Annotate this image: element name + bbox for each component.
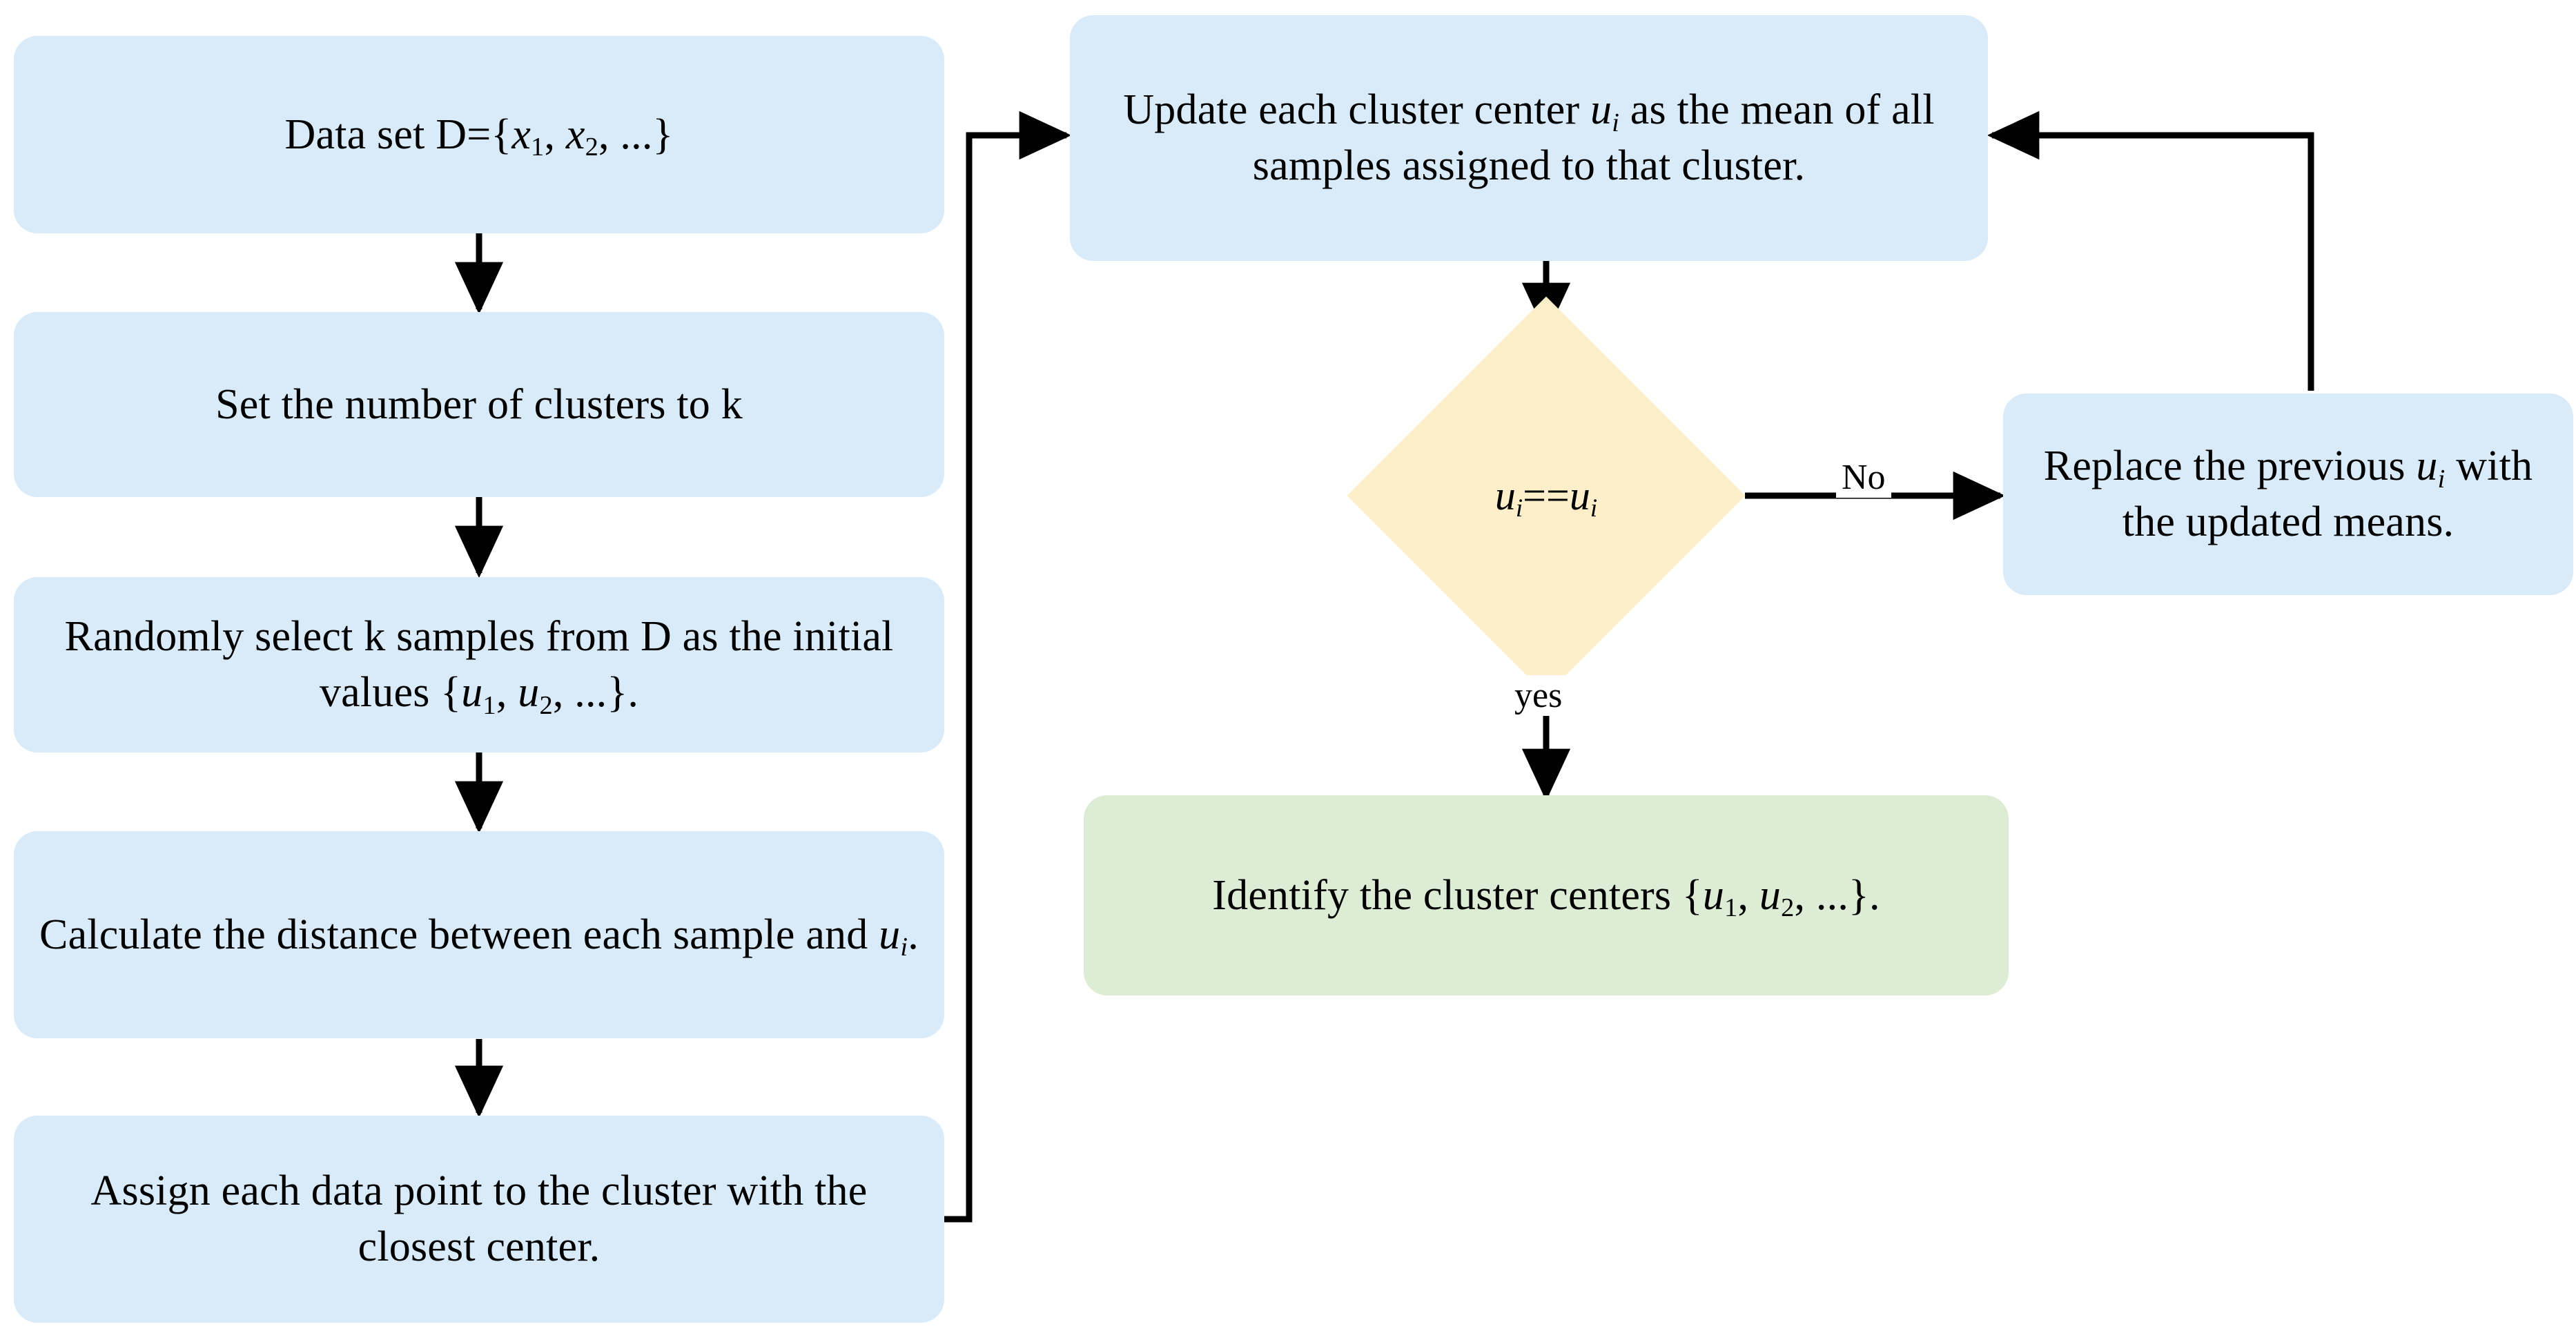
node-data-set-label: Data set D={x1, x2, ...}: [284, 110, 674, 162]
edge-label-no: No: [1836, 457, 1891, 498]
node-random-init-label: Randomly select k samples from D as the …: [64, 613, 894, 720]
node-identify-centers-label: Identify the cluster centers {u1, u2, ..…: [1212, 871, 1880, 923]
node-random-init[interactable]: Randomly select k samples from D as the …: [14, 577, 944, 752]
node-update-centers[interactable]: Update each cluster center ui as the mea…: [1070, 15, 1988, 261]
node-set-k[interactable]: Set the number of clusters to k: [14, 312, 944, 497]
node-calc-distance-label: Calculate the distance between each samp…: [39, 911, 919, 962]
node-assign-points[interactable]: Assign each data point to the cluster wi…: [14, 1116, 944, 1323]
node-set-k-label: Set the number of clusters to k: [215, 380, 743, 428]
node-data-set[interactable]: Data set D={x1, x2, ...}: [14, 36, 944, 233]
edge-assign-to-update: [944, 110, 1072, 1223]
node-replace-means-label: Replace the previous ui with the updated…: [2043, 443, 2533, 545]
node-replace-means[interactable]: Replace the previous ui with the updated…: [2003, 394, 2573, 595]
node-update-centers-label: Update each cluster center ui as the mea…: [1123, 86, 1935, 189]
node-calc-distance[interactable]: Calculate the distance between each samp…: [14, 831, 944, 1038]
node-decision[interactable]: ui==ui: [1347, 296, 1746, 695]
edge-label-yes: yes: [1509, 675, 1568, 716]
node-assign-points-label: Assign each data point to the cluster wi…: [90, 1167, 868, 1270]
node-identify-centers[interactable]: Identify the cluster centers {u1, u2, ..…: [1084, 795, 2009, 995]
edge-replace-to-update: [1987, 110, 2314, 391]
node-decision-label: ui==ui: [1494, 472, 1598, 523]
